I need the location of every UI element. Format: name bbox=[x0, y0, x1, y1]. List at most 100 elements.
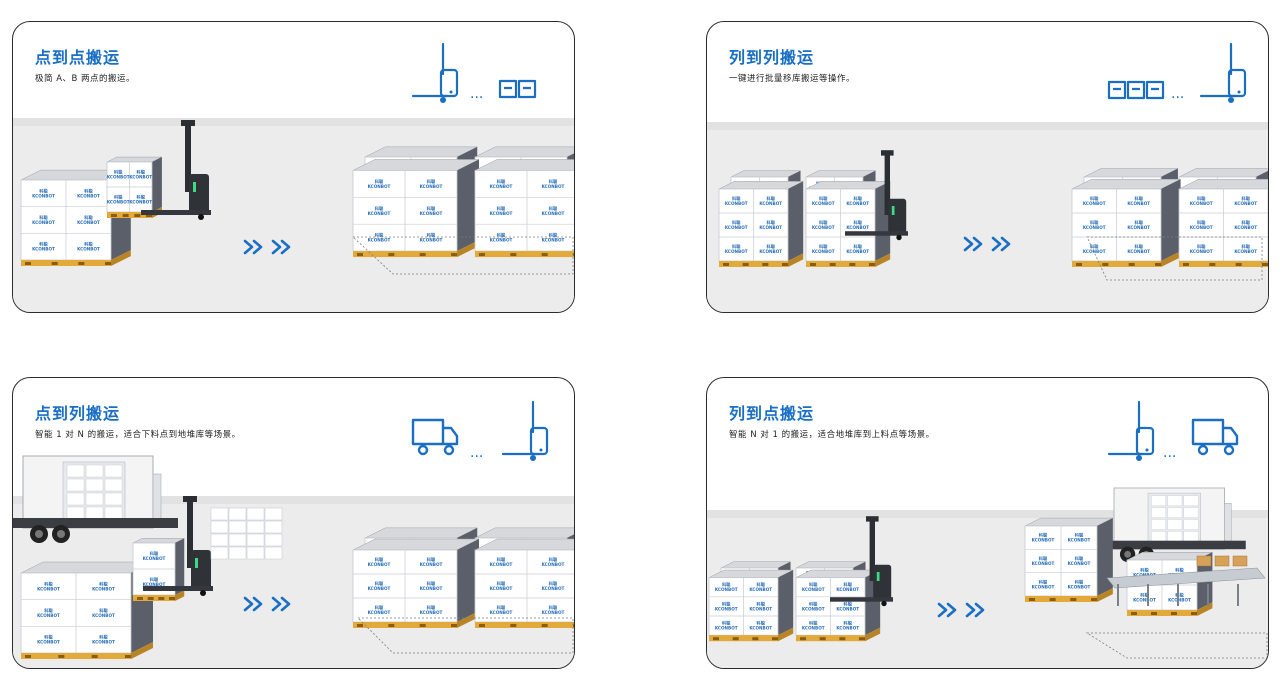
box-label: KCONBOT bbox=[846, 249, 869, 254]
box-label: 科聪 bbox=[150, 576, 159, 583]
box-label: KCONBOT bbox=[802, 626, 825, 631]
box-label: KCONBOT bbox=[1127, 225, 1150, 230]
forklift-robot bbox=[830, 516, 893, 607]
truck bbox=[1097, 487, 1246, 562]
box-label: KCONBOT bbox=[143, 556, 166, 561]
card-title: 点到点搬运 bbox=[35, 48, 121, 67]
pallet-icon bbox=[1107, 80, 1165, 100]
box-label: 科聪 bbox=[722, 581, 731, 588]
box-label: 科聪 bbox=[1039, 532, 1048, 539]
card-title: 列到列搬运 bbox=[729, 48, 815, 67]
ellipsis: ... bbox=[1163, 445, 1176, 461]
floating-box-grid bbox=[210, 507, 283, 560]
box-label: KCONBOT bbox=[1190, 225, 1213, 230]
ellipsis: ... bbox=[470, 445, 483, 461]
box-label: 科聪 bbox=[549, 178, 558, 185]
card-description: 极简 A、B 两点的搬运。 bbox=[35, 74, 136, 84]
box-label: KCONBOT bbox=[490, 238, 513, 243]
box-label: KCONBOT bbox=[129, 175, 152, 180]
box-label: KCONBOT bbox=[107, 175, 130, 180]
box-label: 科聪 bbox=[1075, 532, 1084, 539]
box-label: 科聪 bbox=[1242, 243, 1251, 250]
box-label: KCONBOT bbox=[420, 562, 443, 567]
box-label: 科聪 bbox=[375, 580, 384, 587]
forklift-icon bbox=[411, 42, 459, 103]
pallet-row-right: 科聪KCONBOT科聪KCONBOT科聪KCONBOT科聪KCONBOT科聪KC… bbox=[352, 146, 574, 258]
box-label: 科聪 bbox=[1175, 567, 1184, 574]
box-label: 科聪 bbox=[854, 243, 863, 250]
forklift-robot bbox=[141, 120, 211, 220]
box-label: 科聪 bbox=[722, 600, 731, 607]
box-label: KCONBOT bbox=[92, 640, 115, 645]
box-label: KCONBOT bbox=[1083, 249, 1106, 254]
box-label: 科聪 bbox=[39, 241, 48, 248]
box-label: KCONBOT bbox=[143, 582, 166, 587]
box-label: 科聪 bbox=[137, 169, 146, 176]
pallet-row-right: 科聪KCONBOT科聪KCONBOT科聪KCONBOT科聪KCONBOT科聪KC… bbox=[352, 527, 574, 628]
truck-icon bbox=[411, 418, 459, 456]
box-label: 科聪 bbox=[767, 195, 776, 202]
box-label: 科聪 bbox=[757, 620, 766, 627]
pallet-stack-left: 科聪KCONBOT科聪KCONBOT科聪KCONBOT科聪KCONBOT科聪KC… bbox=[20, 561, 154, 659]
box-label: KCONBOT bbox=[1127, 249, 1150, 254]
box-label: KCONBOT bbox=[32, 247, 55, 252]
box-label: 科聪 bbox=[844, 581, 853, 588]
box-label: KCONBOT bbox=[812, 225, 835, 230]
box-label: KCONBOT bbox=[725, 201, 748, 206]
box-label: KCONBOT bbox=[107, 200, 130, 205]
box-label: KCONBOT bbox=[1032, 584, 1055, 589]
box-label: 科聪 bbox=[854, 219, 863, 226]
box-label: 科聪 bbox=[427, 556, 436, 563]
box-label: 科聪 bbox=[1242, 219, 1251, 226]
box-label: 科聪 bbox=[497, 604, 506, 611]
box-label: KCONBOT bbox=[1032, 561, 1055, 566]
box-label: 科聪 bbox=[1075, 578, 1084, 585]
box-label: KCONBOT bbox=[1234, 225, 1257, 230]
box-label: KCONBOT bbox=[749, 606, 772, 611]
box-label: KCONBOT bbox=[759, 249, 782, 254]
box-label: 科聪 bbox=[549, 232, 558, 239]
box-label: KCONBOT bbox=[1068, 538, 1091, 543]
box-label: KCONBOT bbox=[490, 610, 513, 615]
box-label: 科聪 bbox=[1135, 219, 1144, 226]
box-label: KCONBOT bbox=[1190, 201, 1213, 206]
box-label: KCONBOT bbox=[1083, 201, 1106, 206]
box-label: 科聪 bbox=[854, 195, 863, 202]
box-label: KCONBOT bbox=[490, 211, 513, 216]
pallet-row-left: 科聪KCONBOT科聪KCONBOT科聪KCONBOT科聪KCONBOT科聪KC… bbox=[708, 561, 881, 642]
box-label: KCONBOT bbox=[836, 626, 859, 631]
box-label: KCONBOT bbox=[77, 247, 100, 252]
truck bbox=[13, 455, 178, 543]
box-label: KCONBOT bbox=[715, 626, 738, 631]
box-label: 科聪 bbox=[722, 620, 731, 627]
box-label: KCONBOT bbox=[490, 562, 513, 567]
box-label: 科聪 bbox=[375, 232, 384, 239]
box-label: 科聪 bbox=[99, 607, 108, 614]
forklift-robot bbox=[845, 150, 908, 241]
box-label: 科聪 bbox=[1140, 592, 1149, 599]
box-label: 科聪 bbox=[1197, 243, 1206, 250]
box-label: KCONBOT bbox=[542, 184, 565, 189]
box-label: KCONBOT bbox=[715, 606, 738, 611]
box-label: 科聪 bbox=[819, 243, 828, 250]
box-label: KCONBOT bbox=[542, 586, 565, 591]
card-title: 点到列搬运 bbox=[35, 404, 121, 423]
box-label: 科聪 bbox=[427, 205, 436, 212]
box-label: 科聪 bbox=[44, 580, 53, 587]
box-label: 科聪 bbox=[1135, 243, 1144, 250]
box-label: 科聪 bbox=[84, 187, 93, 194]
card-description: 一键进行批量移库搬运等操作。 bbox=[729, 74, 856, 84]
box-label: KCONBOT bbox=[32, 193, 55, 198]
box-label: KCONBOT bbox=[490, 586, 513, 591]
box-label: 科聪 bbox=[427, 604, 436, 611]
box-label: 科聪 bbox=[84, 241, 93, 248]
box-label: 科聪 bbox=[427, 232, 436, 239]
box-label: 科聪 bbox=[844, 620, 853, 627]
box-label: KCONBOT bbox=[490, 184, 513, 189]
double-chevron-icon bbox=[937, 602, 985, 618]
box-label: KCONBOT bbox=[542, 238, 565, 243]
